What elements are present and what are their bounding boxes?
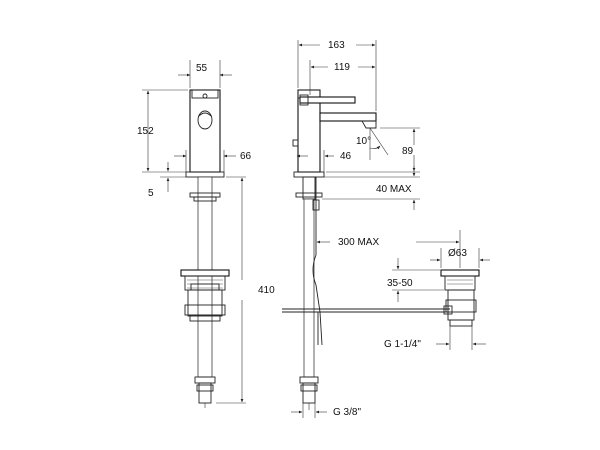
side-hose [303, 198, 315, 378]
dim-waste-diameter: Ø63 [448, 248, 467, 259]
front-dimensions: 55 152 66 5 410 [137, 60, 275, 404]
front-base-plate [185, 171, 225, 178]
dim-side-reach-total: 163 [328, 40, 345, 51]
dim-front-plate: 5 [148, 188, 154, 199]
dim-spout-height: 89 [402, 146, 414, 157]
side-dimensions: 163 119 10° 89 46 40 MAX 300 MAX [291, 40, 490, 418]
front-hose [197, 176, 213, 378]
front-view [180, 89, 230, 408]
dim-side-reach-spout: 119 [334, 62, 350, 73]
dim-deck-thickness: 40 MAX [376, 184, 412, 195]
front-lever-dot [202, 93, 208, 99]
front-faucet-body [189, 89, 221, 173]
dim-front-width: 55 [196, 63, 208, 74]
dim-side-base: 46 [340, 151, 352, 162]
side-spout [319, 112, 377, 122]
dim-waste-range: 35-50 [387, 278, 413, 289]
side-base-plate [293, 171, 325, 178]
front-waste-fitting [180, 269, 230, 322]
side-waste-fitting [440, 269, 480, 327]
dim-spout-angle: 10° [356, 136, 371, 147]
dim-front-base: 66 [240, 151, 252, 162]
dim-front-height: 152 [137, 126, 154, 137]
dim-waste-thread: G 1-1/4" [384, 339, 421, 350]
dim-hose-thread: G 3/8" [333, 407, 361, 418]
dim-hose-length: 410 [258, 285, 275, 296]
side-view [282, 89, 450, 410]
front-cartridge-icon [197, 110, 213, 130]
dim-rod-length: 300 MAX [338, 237, 379, 248]
